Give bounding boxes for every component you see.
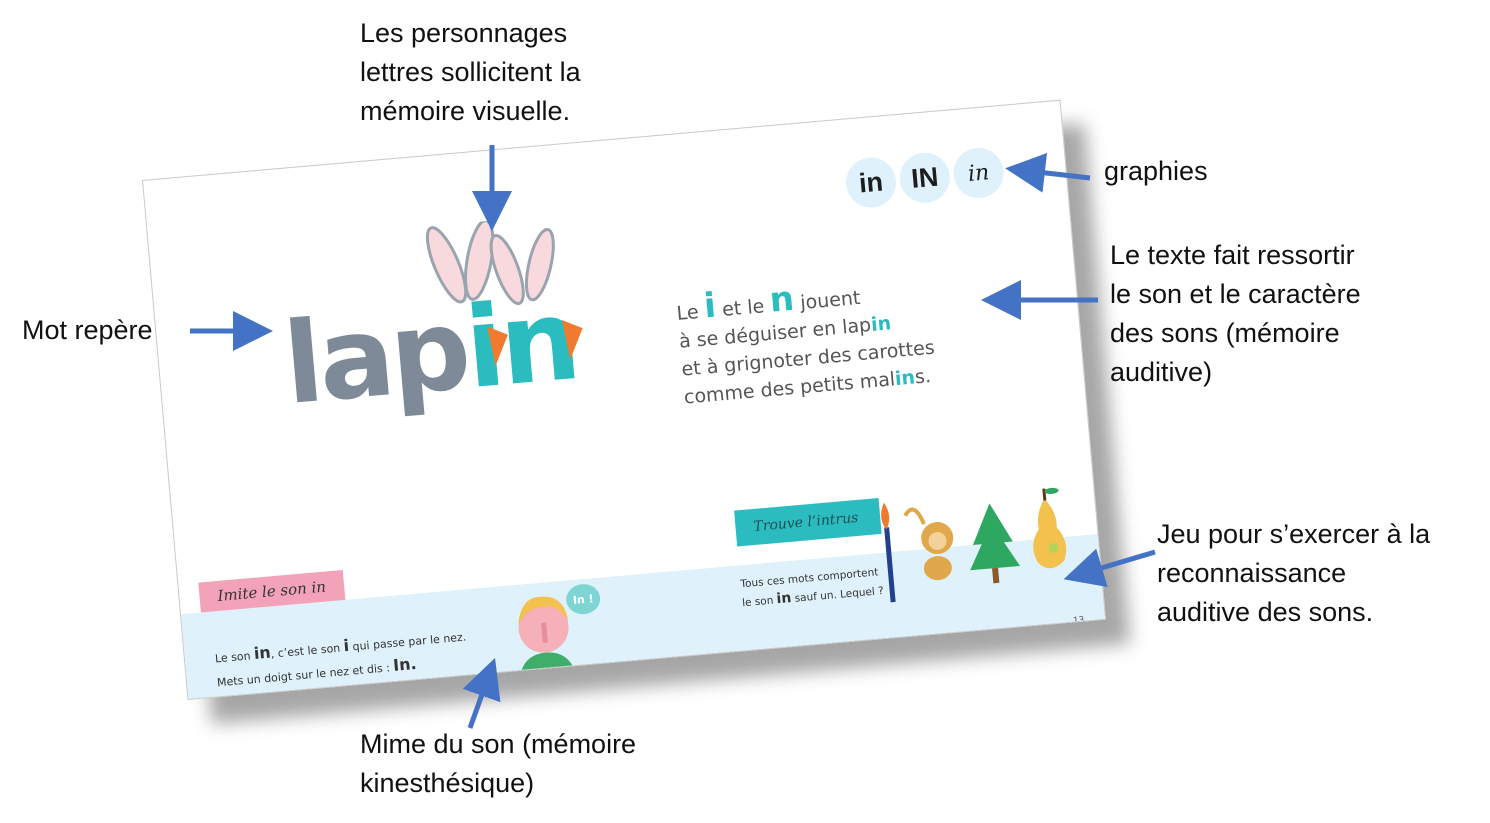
annotation-mime: Mime du son (mémoire kinesthésique) (360, 725, 636, 803)
annotation-characters: Les personnages lettres sollicitent la m… (360, 14, 581, 131)
fir-tree-icon (970, 503, 1020, 584)
paintbrush-icon (881, 502, 896, 603)
annotation-line: mémoire visuelle. (360, 96, 571, 126)
annotation-line: le son et le caractère (1110, 279, 1361, 309)
annotation-graphies: graphies (1104, 156, 1208, 186)
annotation-line: auditive) (1110, 357, 1213, 387)
monkey-icon (903, 507, 954, 581)
arrow-graphies (1005, 152, 1091, 193)
annotation-line: kinesthésique) (360, 768, 535, 798)
annotation-jeu: Jeu pour s’exercer à la reconnaissance a… (1157, 515, 1430, 632)
annotation-texte: Le texte fait ressortir le son et le car… (1110, 236, 1361, 392)
pear-icon (1033, 487, 1067, 569)
annotation-line: Mime du son (mémoire (360, 729, 637, 759)
annotation-line: reconnaissance (1157, 558, 1347, 588)
intrus-pictures (881, 487, 1067, 603)
annotation-line: Jeu pour s’exercer à la (1157, 519, 1431, 549)
annotation-line: lettres sollicitent la (360, 57, 581, 87)
arrow-mime (462, 657, 501, 729)
arrow-jeu (1063, 548, 1156, 588)
carrot-icon (487, 319, 583, 366)
annotation-line: auditive des sons. (1157, 597, 1374, 627)
annotation-line: des sons (mémoire (1110, 318, 1340, 348)
annotation-line: Les personnages (360, 18, 568, 48)
annotation-mot-repere: Mot repère (22, 315, 153, 345)
annotation-line: Le texte fait ressortir (1110, 240, 1355, 270)
